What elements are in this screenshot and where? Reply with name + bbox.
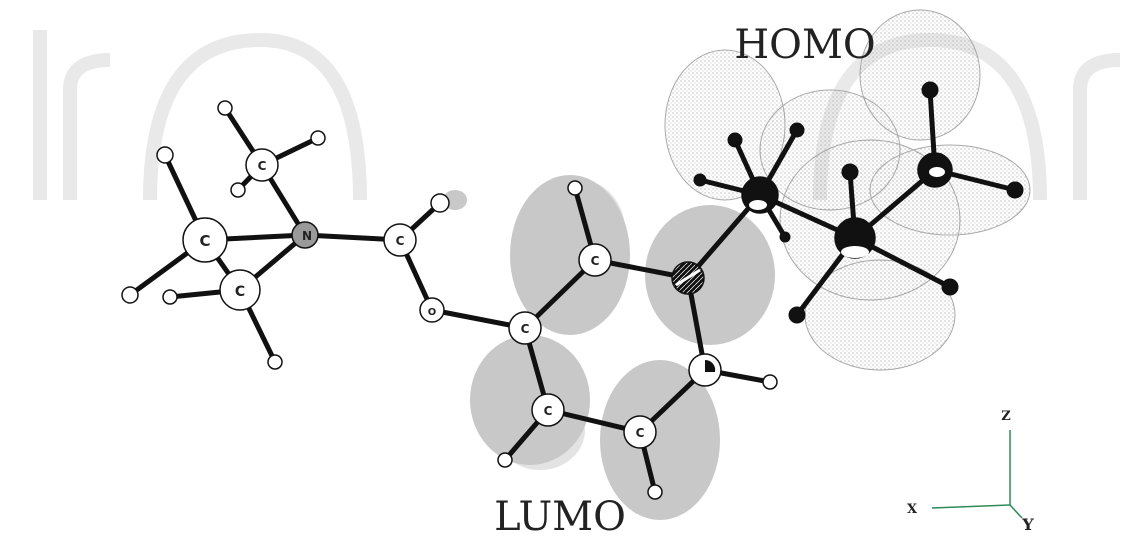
axis-z-label: Z (1001, 409, 1011, 424)
atom-n: N (291, 221, 319, 249)
lumo-label: LUMO (494, 494, 626, 540)
svg-text:C: C (199, 232, 210, 250)
atom-c-ring-6 (688, 353, 722, 387)
svg-text:C: C (591, 254, 600, 268)
axis-y-label: Y (1021, 515, 1034, 534)
atom-c-ring-4: C (531, 393, 565, 427)
homo-label: HOMO (734, 22, 875, 68)
svg-text:N: N (302, 229, 312, 243)
svg-text:O: O (428, 307, 437, 318)
svg-text:C: C (636, 426, 645, 440)
atom-c-carbonyl: C (383, 223, 417, 257)
svg-text:C: C (521, 322, 530, 336)
atom-c-ring-2: C (578, 243, 612, 277)
atom-c-ethyl-3 (917, 152, 953, 188)
homo-orbital-mesh (664, 9, 1031, 371)
atom-c-ethyl-1 (741, 176, 779, 214)
svg-text:C: C (544, 404, 553, 418)
atom-c-ring-5: C (623, 415, 657, 449)
atom-c-methyl-left: C (182, 217, 228, 263)
hydrogen-atoms-dark (693, 81, 1024, 324)
carbonyl-oxygen (430, 193, 450, 213)
atom-c-ring-3 (671, 261, 705, 295)
atom-c-ring-1: C (508, 311, 542, 345)
axis-x-label: X (907, 502, 918, 517)
atom-c-methyl-bottom: C (219, 269, 261, 311)
svg-text:C: C (235, 284, 245, 300)
hydrogen-atoms (121, 100, 778, 500)
atom-o-ester: O (419, 297, 445, 323)
svg-text:C: C (258, 159, 267, 173)
atom-c-ethyl-2 (834, 217, 876, 259)
atom-c-methyl-top: C (245, 148, 279, 182)
svg-text:C: C (396, 234, 405, 248)
coordinate-axes: Z X Y (907, 409, 1034, 534)
